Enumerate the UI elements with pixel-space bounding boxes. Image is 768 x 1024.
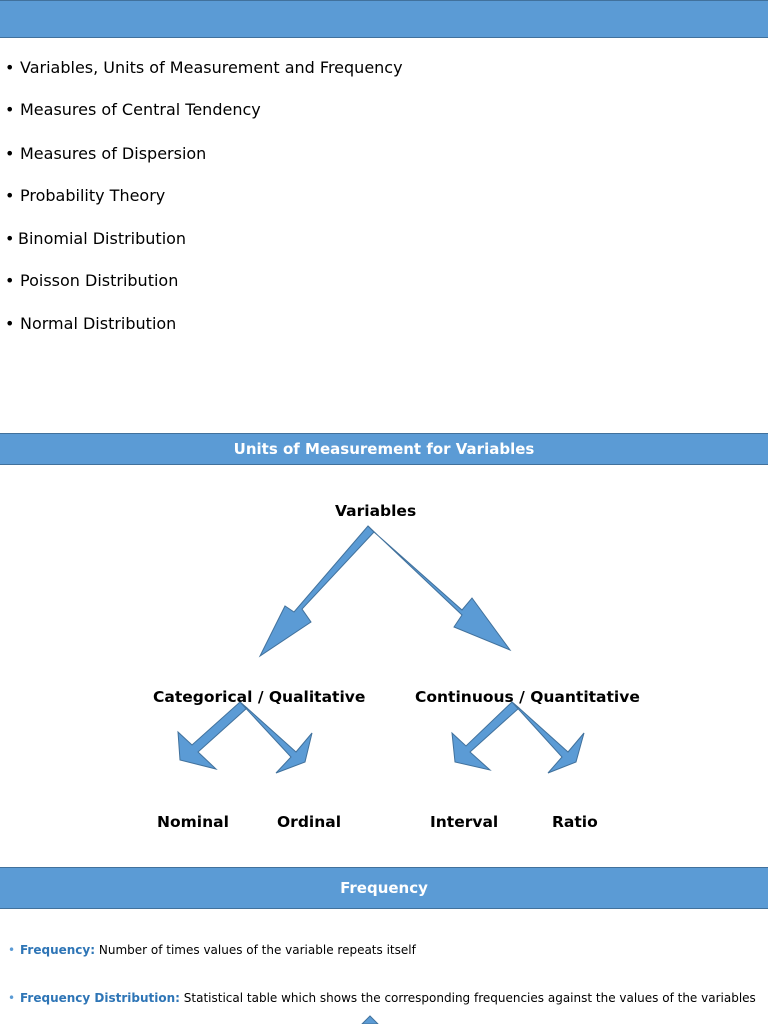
topic-label: Normal Distribution: [20, 314, 177, 333]
topic-item: • Measures of Dispersion: [5, 144, 206, 163]
topic-item: • Probability Theory: [5, 186, 165, 205]
arrow-to-categorical: [258, 525, 375, 658]
topic-item: •Binomial Distribution: [5, 229, 186, 248]
bullet-icon: •: [8, 943, 16, 957]
arrow-to-ratio: [511, 701, 585, 774]
topic-label: Measures of Central Tendency: [20, 100, 261, 119]
topic-label: Poisson Distribution: [20, 271, 179, 290]
bullet-icon: •: [5, 144, 15, 163]
topic-label: Variables, Units of Measurement and Freq…: [20, 58, 403, 77]
categorical-label: Categorical / Qualitative: [153, 688, 366, 706]
arrow-to-nominal: [177, 701, 248, 770]
top-header-bar: [0, 0, 768, 38]
bullet-icon: •: [5, 229, 15, 248]
bullet-icon: •: [5, 271, 15, 290]
ordinal-label: Ordinal: [277, 813, 342, 831]
bottom-arrow-tip: [361, 1015, 379, 1024]
bullet-icon: •: [8, 991, 16, 1005]
definition-term: Frequency Distribution:: [20, 991, 180, 1005]
topic-label: Measures of Dispersion: [20, 144, 207, 163]
frequency-definition-item: • Frequency: Number of times values of th…: [8, 943, 416, 957]
topic-item: • Normal Distribution: [5, 314, 176, 333]
units-section-title: Units of Measurement for Variables: [233, 440, 535, 458]
arrow-to-ordinal: [239, 701, 313, 774]
interval-label: Interval: [430, 813, 499, 831]
frequency-section-bar: Frequency: [0, 867, 768, 909]
arrow-to-continuous: [367, 525, 512, 652]
bullet-icon: •: [5, 186, 15, 205]
ratio-label: Ratio: [552, 813, 598, 831]
definition-text: Statistical table which shows the corres…: [179, 991, 756, 1005]
topic-item: • Variables, Units of Measurement and Fre…: [5, 58, 403, 77]
units-section-bar: Units of Measurement for Variables: [0, 433, 768, 465]
bullet-icon: •: [5, 314, 15, 333]
arrow-to-interval: [451, 701, 520, 771]
definition-term: Frequency:: [20, 943, 96, 957]
topic-label: Probability Theory: [20, 186, 166, 205]
topic-label: Binomial Distribution: [18, 229, 187, 248]
topic-item: • Measures of Central Tendency: [5, 100, 261, 119]
variables-label: Variables: [335, 502, 417, 520]
bullet-icon: •: [5, 100, 15, 119]
continuous-label: Continuous / Quantitative: [415, 688, 640, 706]
nominal-label: Nominal: [157, 813, 229, 831]
frequency-section-title: Frequency: [340, 879, 428, 897]
definition-text: Number of times values of the variable r…: [95, 943, 416, 957]
frequency-definition-item: • Frequency Distribution: Statistical tab…: [8, 991, 756, 1005]
bullet-icon: •: [5, 58, 15, 77]
topic-item: • Poisson Distribution: [5, 271, 178, 290]
